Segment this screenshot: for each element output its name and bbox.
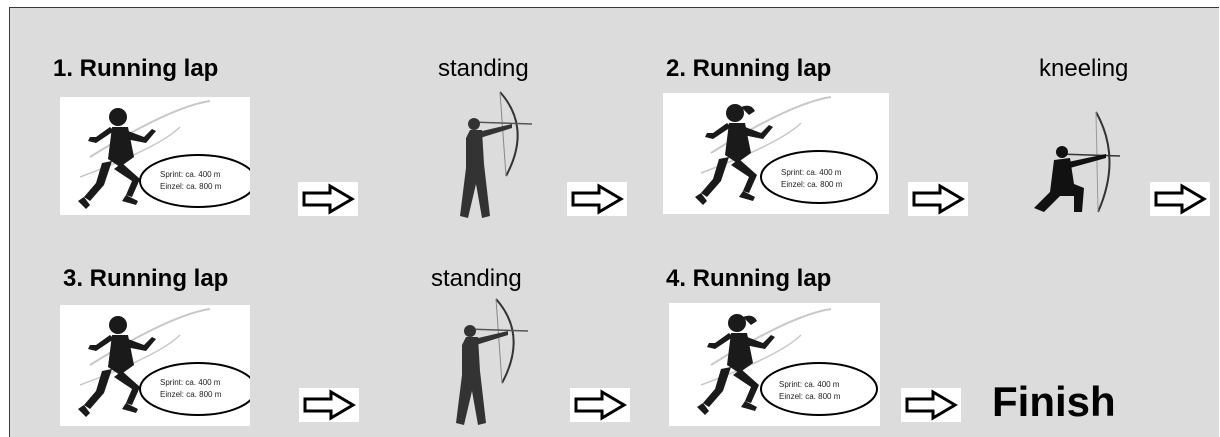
lap-1-image: Sprint: ca. 400 m Einzel: ca. 800 m <box>60 97 250 215</box>
standing-archer-icon <box>450 88 536 220</box>
right-arrow-icon <box>901 388 961 422</box>
standing-archer-icon <box>446 295 532 427</box>
right-arrow-icon <box>567 182 627 216</box>
running-woman-icon: Sprint: ca. 400 m Einzel: ca. 800 m <box>669 303 880 426</box>
lap-3-title: 3. Running lap <box>63 265 228 293</box>
right-arrow-icon <box>908 182 968 216</box>
finish-label: Finish <box>992 378 1116 426</box>
lap-2-image: Sprint: ca. 400 m Einzel: ca. 800 m <box>663 93 889 214</box>
lap-4-image: Sprint: ca. 400 m Einzel: ca. 800 m <box>669 303 880 426</box>
biathlon-sequence-panel: 1. Running lap Sprint: ca. 400 m Einzel:… <box>9 7 1219 437</box>
lap-4-title: 4. Running lap <box>666 265 831 293</box>
sprint-distance-label: Sprint: ca. 400 m <box>781 168 842 177</box>
lap-2-title: 2. Running lap <box>666 55 831 83</box>
right-arrow-icon <box>1150 182 1210 216</box>
position-2-title: kneeling <box>1039 55 1128 83</box>
sprint-distance-label: Sprint: ca. 400 m <box>779 380 840 389</box>
einzel-distance-label: Einzel: ca. 800 m <box>779 392 841 401</box>
einzel-distance-label: Einzel: ca. 800 m <box>160 390 222 399</box>
right-arrow-icon <box>570 388 630 422</box>
lap-3-image: Sprint: ca. 400 m Einzel: ca. 800 m <box>60 305 250 426</box>
position-3-title: standing <box>431 265 522 293</box>
einzel-distance-label: Einzel: ca. 800 m <box>781 180 843 189</box>
kneeling-archer-icon <box>1024 108 1120 218</box>
lap-1-title: 1. Running lap <box>53 55 218 83</box>
sprint-distance-label: Sprint: ca. 400 m <box>160 378 221 387</box>
right-arrow-icon <box>299 388 359 422</box>
right-arrow-icon <box>298 182 358 216</box>
running-man-icon: Sprint: ca. 400 m Einzel: ca. 800 m <box>60 305 250 426</box>
position-1-title: standing <box>438 55 529 83</box>
running-woman-icon: Sprint: ca. 400 m Einzel: ca. 800 m <box>663 93 889 214</box>
einzel-distance-label: Einzel: ca. 800 m <box>160 182 222 191</box>
sprint-distance-label: Sprint: ca. 400 m <box>160 170 221 179</box>
running-man-icon: Sprint: ca. 400 m Einzel: ca. 800 m <box>60 97 250 215</box>
